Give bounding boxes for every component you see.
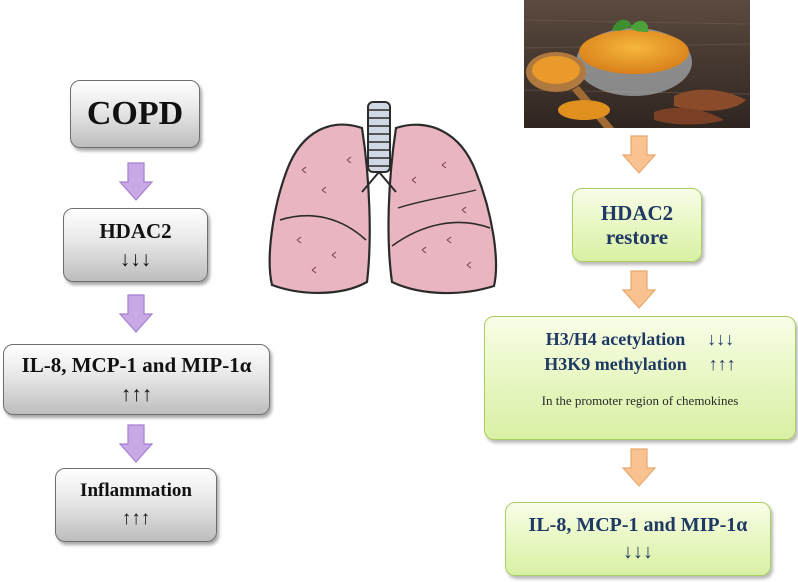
- lungs-illustration: [268, 101, 498, 295]
- copd-label: COPD: [86, 95, 184, 133]
- inflammation-arrows: ↑↑↑: [121, 508, 151, 529]
- epigenetics-box: H3/H4 acetylation ↓↓↓ H3K9 methylation ↑…: [484, 316, 796, 440]
- down-arrow-icon: [118, 294, 154, 333]
- hdac2-restore-line2: restore: [605, 225, 669, 249]
- acetylation-row: H3/H4 acetylation ↓↓↓: [546, 329, 734, 350]
- turmeric-photo: [524, 0, 750, 128]
- down-arrow-icon: [118, 162, 154, 201]
- hdac2-arrows: ↓↓↓: [119, 247, 152, 271]
- down-arrow-icon: [621, 135, 657, 174]
- chemokines-box-right: IL-8, MCP-1 and MIP-1α ↓↓↓: [505, 502, 771, 576]
- hdac2-restore-box: HDAC2 restore: [572, 188, 702, 262]
- down-arrow-icon: [621, 270, 657, 309]
- methylation-arrows: ↑↑↑: [708, 353, 736, 374]
- chemokines-arrows-left: ↑↑↑: [120, 381, 153, 406]
- copd-box: COPD: [70, 80, 200, 148]
- inflammation-box: Inflammation ↑↑↑: [55, 468, 217, 542]
- methylation-row: H3K9 methylation ↑↑↑: [544, 354, 736, 375]
- inflammation-label: Inflammation: [80, 480, 192, 502]
- chemokines-label-left: IL-8, MCP-1 and MIP-1α: [21, 353, 252, 378]
- methylation-label: H3K9 methylation: [544, 353, 687, 374]
- hdac2-label: HDAC2: [99, 218, 172, 243]
- acetylation-arrows: ↓↓↓: [707, 329, 735, 349]
- acetylation-label: H3/H4 acetylation: [545, 329, 686, 349]
- chemokines-box-left: IL-8, MCP-1 and MIP-1α ↑↑↑: [3, 344, 270, 415]
- chemokines-arrows-right: ↓↓↓: [623, 541, 653, 563]
- promoter-note: In the promoter region of chemokines: [541, 393, 739, 409]
- down-arrow-icon: [621, 448, 657, 487]
- down-arrow-icon: [118, 424, 154, 463]
- hdac2-box: HDAC2 ↓↓↓: [63, 208, 208, 282]
- chemokines-label-right: IL-8, MCP-1 and MIP-1α: [528, 514, 748, 536]
- hdac2-restore-line1: HDAC2: [600, 200, 674, 225]
